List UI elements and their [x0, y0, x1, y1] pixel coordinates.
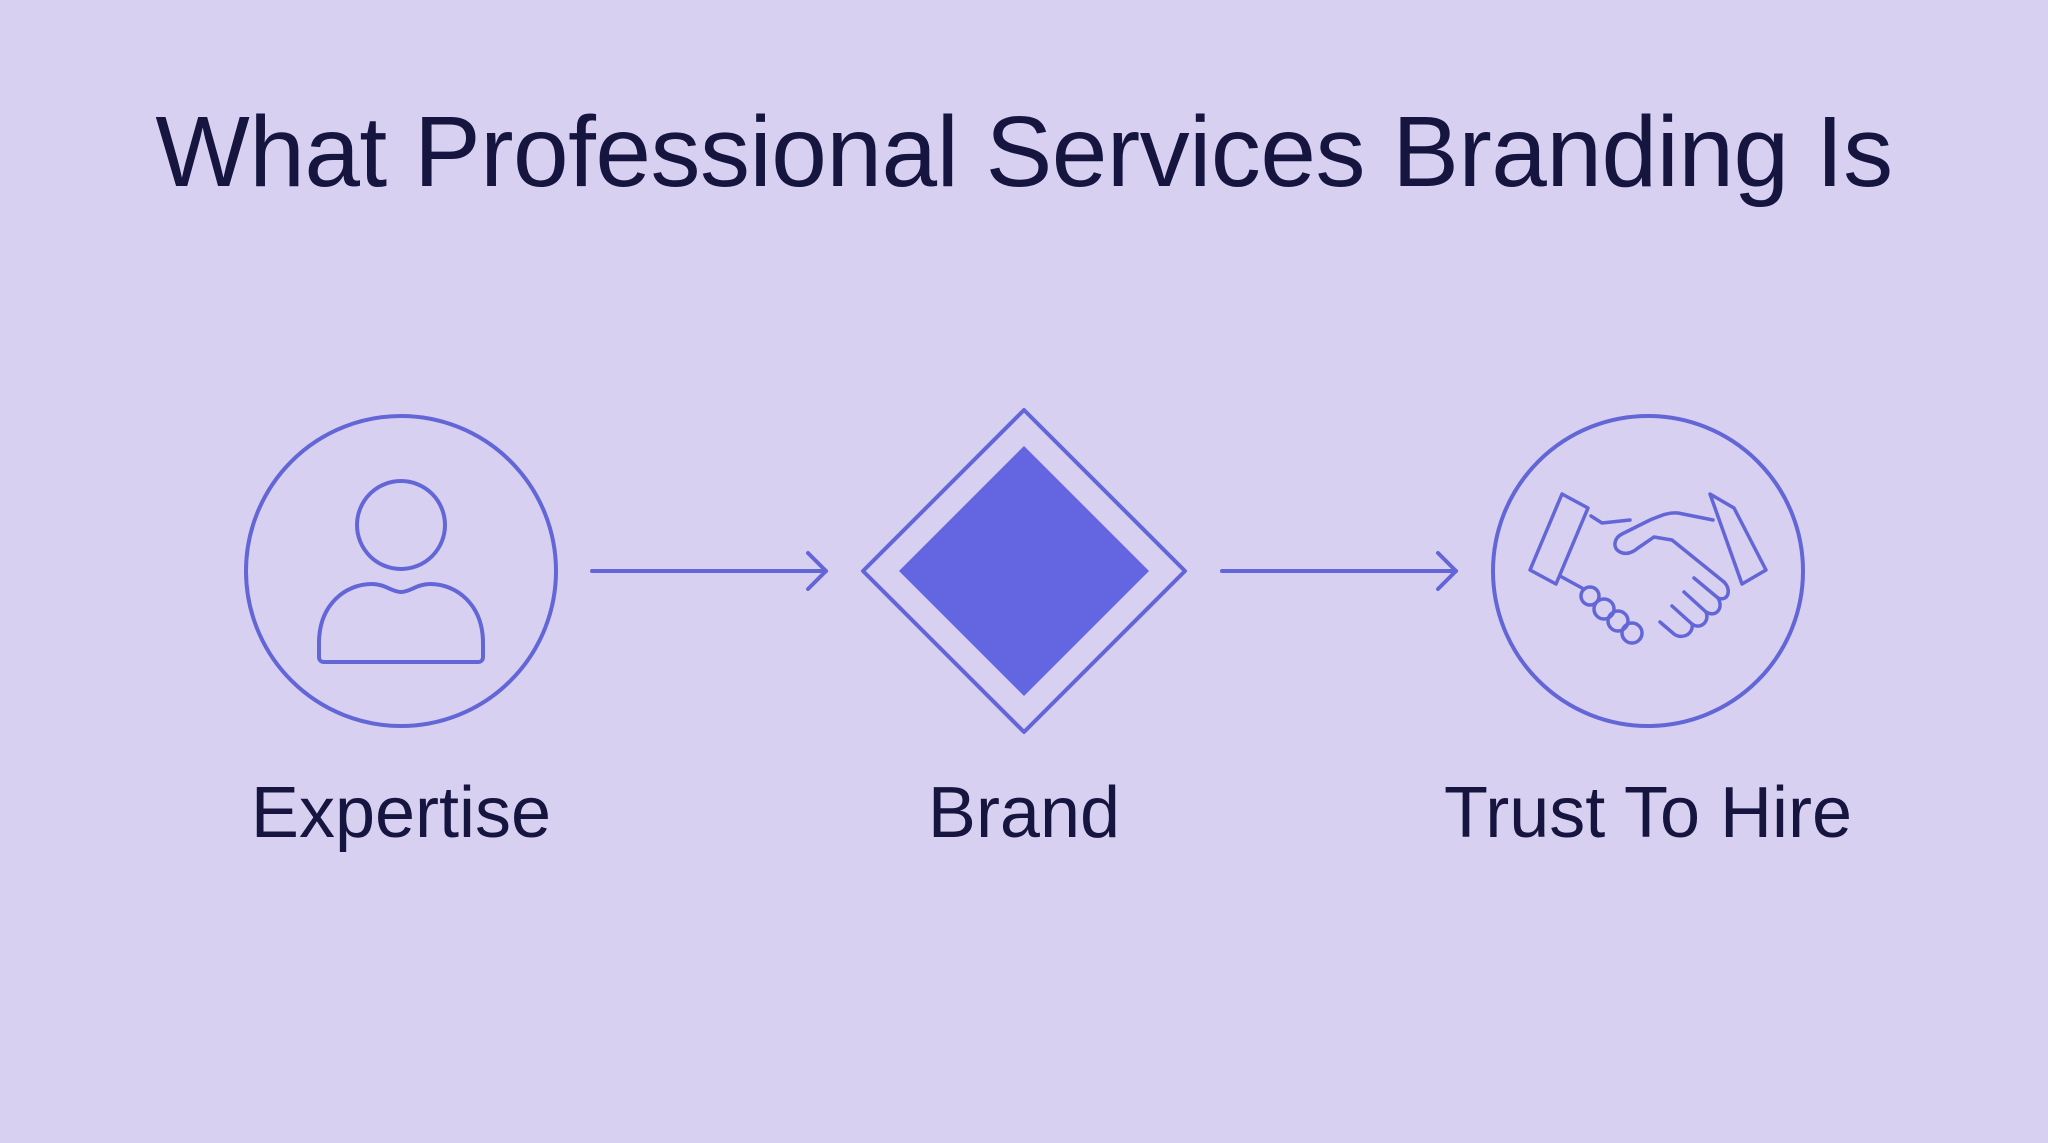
expertise-label: Expertise	[250, 773, 552, 853]
brand-label: Brand	[927, 773, 1121, 853]
trust-circle	[1491, 414, 1805, 728]
arrow-expertise-to-brand	[590, 551, 828, 591]
trust-node	[1491, 414, 1805, 728]
brand-node	[861, 408, 1187, 734]
expertise-node	[244, 414, 558, 728]
person-icon	[317, 479, 485, 664]
arrow-brand-to-trust	[1220, 551, 1458, 591]
handshake-icon	[1528, 492, 1768, 645]
expertise-circle	[244, 414, 558, 728]
diamond-icon	[899, 446, 1149, 696]
trust-to-hire-label: Trust To Hire	[1443, 773, 1853, 853]
page-title: What Professional Services Branding Is	[155, 96, 1893, 208]
brand-diamond-outline	[861, 408, 1187, 734]
